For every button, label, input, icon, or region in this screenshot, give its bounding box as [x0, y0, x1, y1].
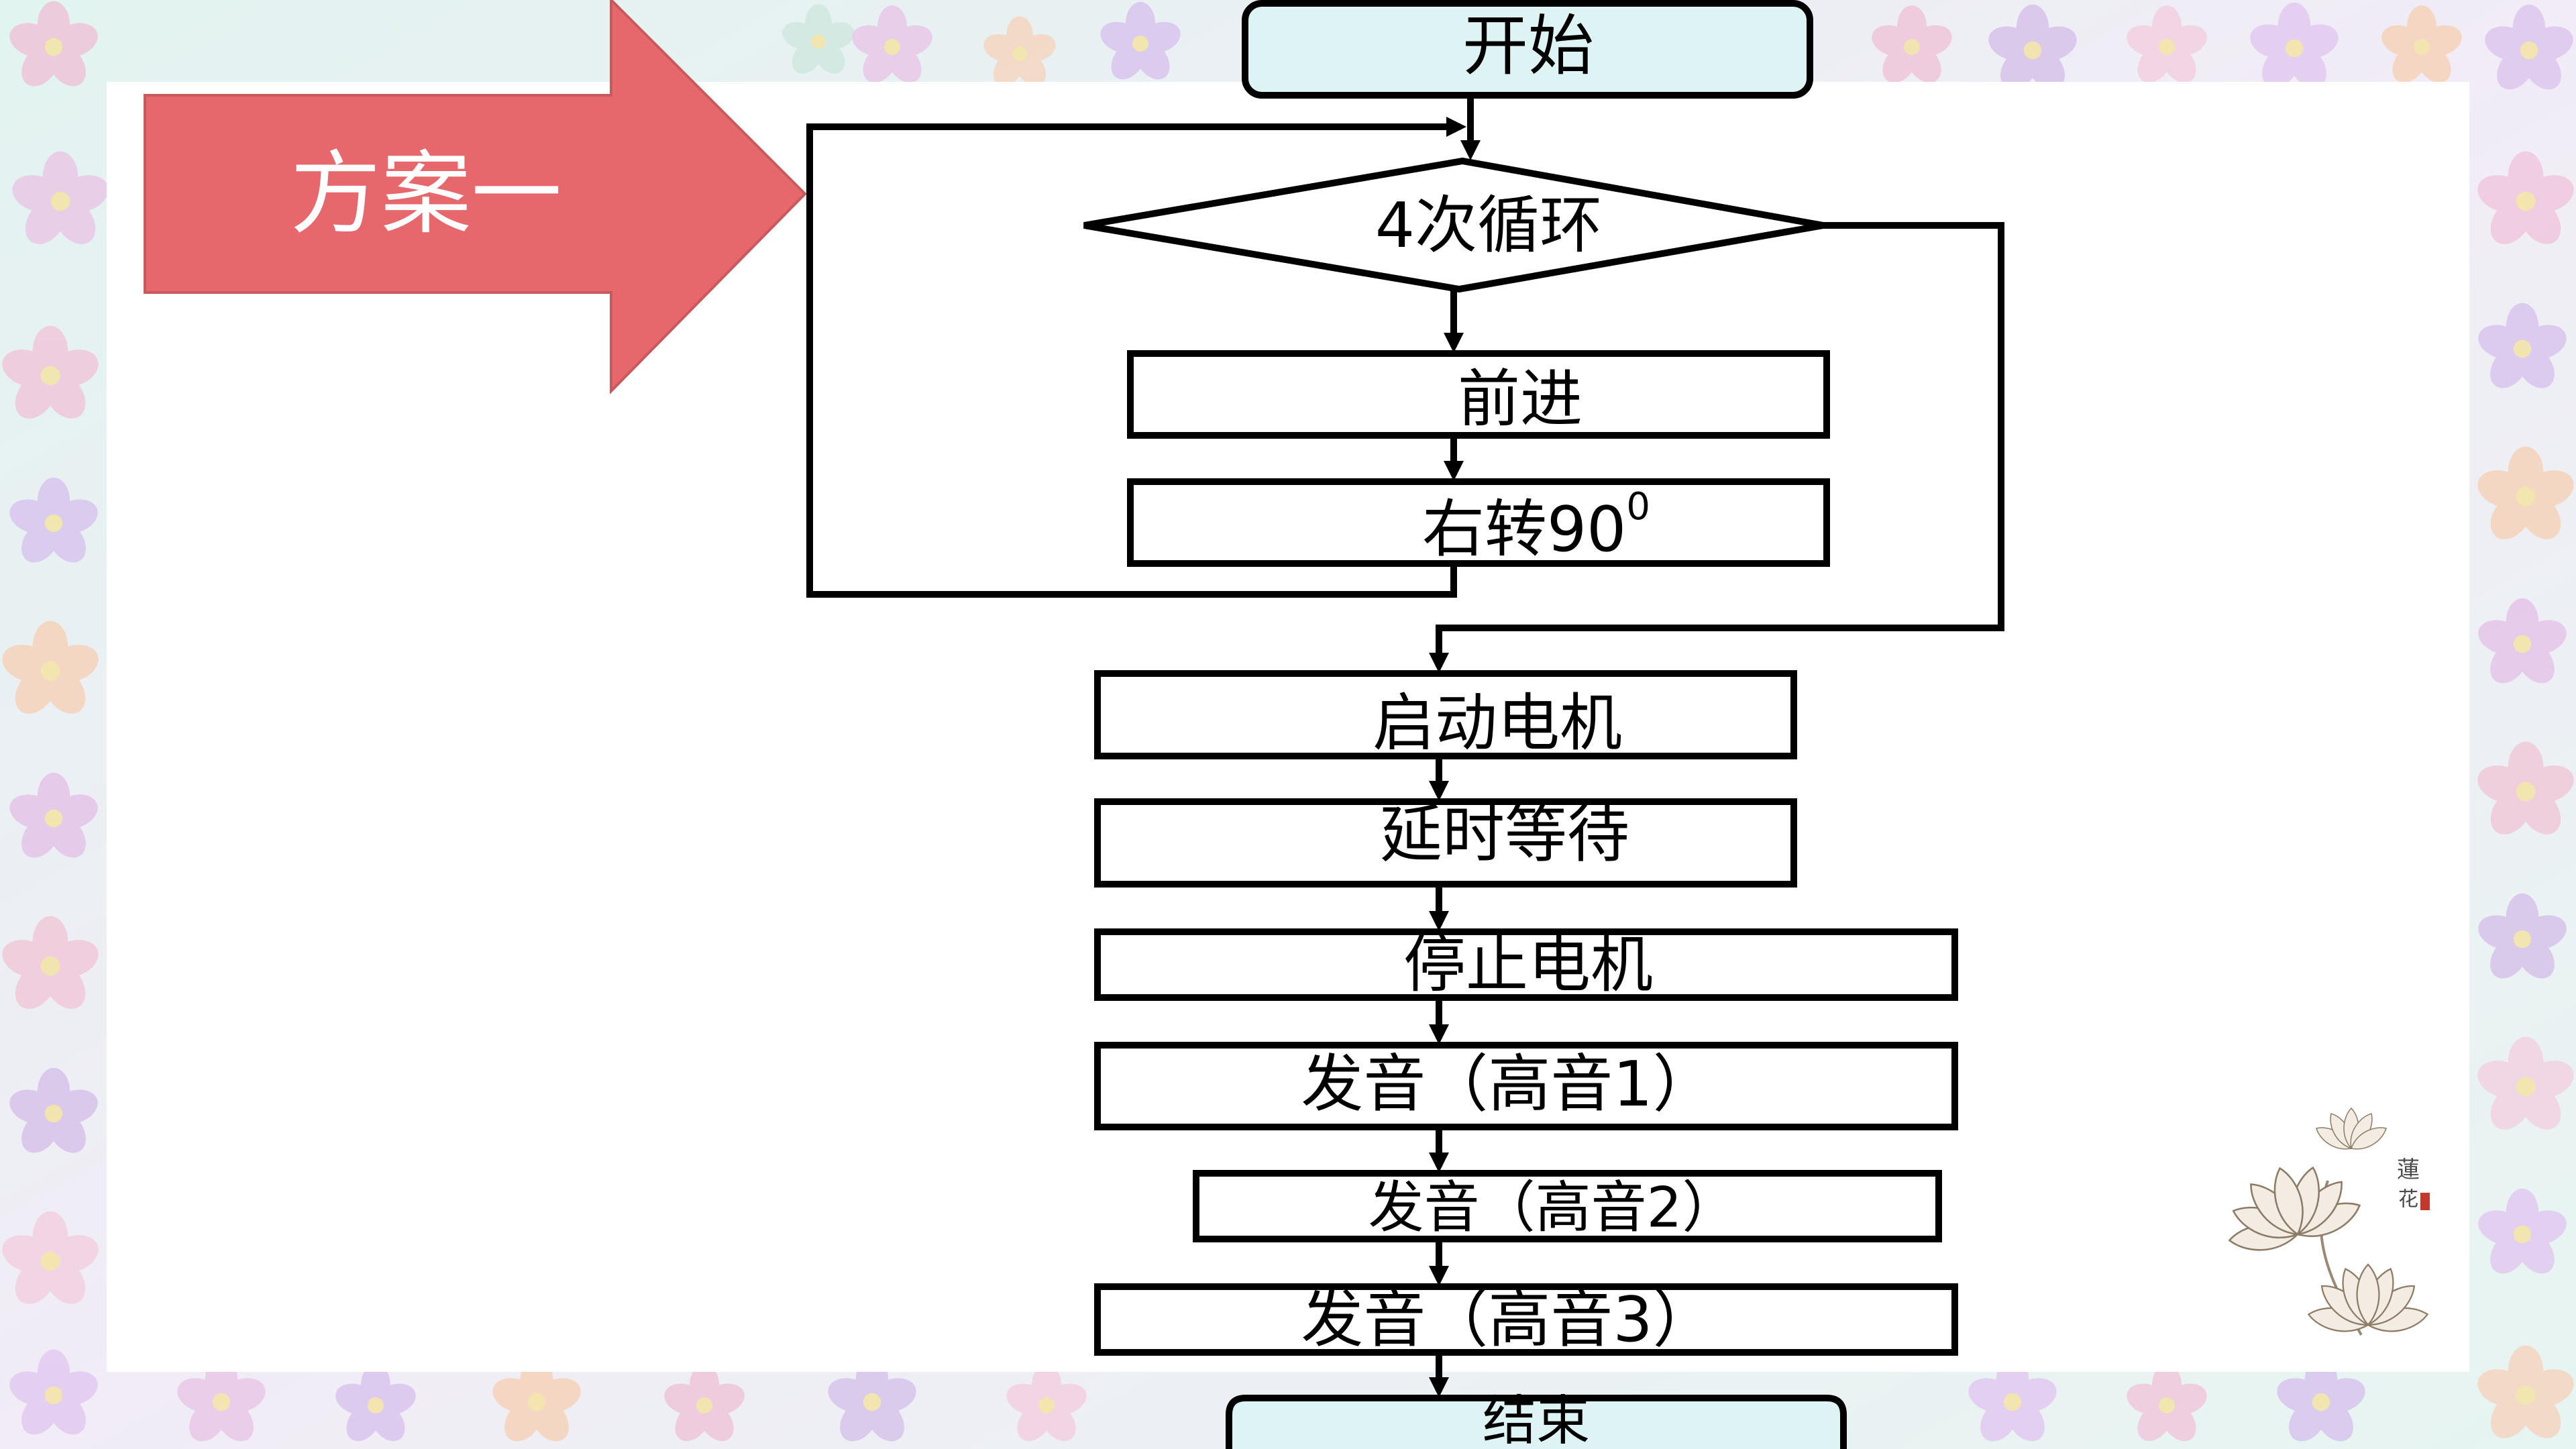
- tone-high-3-step: [1094, 1283, 1958, 1356]
- flowchart: 开始 4次循环 前进 右转900 启动电机 延时等待 停止电机: [806, 0, 2004, 1449]
- start-motor-label: 启动电机: [1373, 687, 1622, 759]
- loop-decision-label: 4次循环: [1375, 189, 1602, 262]
- banner-label: 方案一: [290, 142, 562, 247]
- turn-right-step: [1127, 478, 1830, 567]
- calligraphy-char-1: 蓮: [2397, 1157, 2420, 1183]
- end-label: 结束: [1483, 1390, 1590, 1449]
- end-terminal: [1226, 1395, 1847, 1449]
- banner-arrow: 方案一: [144, 0, 807, 394]
- loop-back-connector: [806, 117, 1466, 598]
- turn-right-degree-sup: 0: [1626, 485, 1650, 529]
- banner-arrow-shape: [144, 0, 807, 394]
- tone-high-1-label: 发音（高音1）: [1301, 1048, 1715, 1120]
- tone-high-1-step: [1094, 1042, 1958, 1130]
- start-motor-step: [1094, 670, 1797, 759]
- stop-motor-step: [1094, 928, 1958, 1001]
- forward-step: [1127, 350, 1830, 439]
- start-terminal: [1242, 0, 1813, 99]
- delay-wait-step: [1094, 798, 1797, 888]
- turn-right-label: 右转900: [1422, 485, 1650, 566]
- forward-label: 前进: [1458, 363, 1582, 435]
- tone-high-3-label: 发音（高音3）: [1301, 1283, 1715, 1356]
- loop-exit-connector: [1429, 222, 2004, 673]
- red-seal: [2420, 1193, 2430, 1210]
- tone-high-2-step: [1193, 1170, 1942, 1242]
- calligraphy-char-2: 花: [2398, 1188, 2418, 1212]
- lotus-decoration: 蓮 花: [2227, 1108, 2430, 1337]
- stop-motor-label: 停止电机: [1403, 928, 1653, 1001]
- tone-high-2-label: 发音（高音2）: [1368, 1175, 1738, 1240]
- start-label: 开始: [1462, 8, 1594, 85]
- delay-wait-label: 延时等待: [1380, 798, 1629, 871]
- turn-right-text: 右转90: [1422, 493, 1626, 566]
